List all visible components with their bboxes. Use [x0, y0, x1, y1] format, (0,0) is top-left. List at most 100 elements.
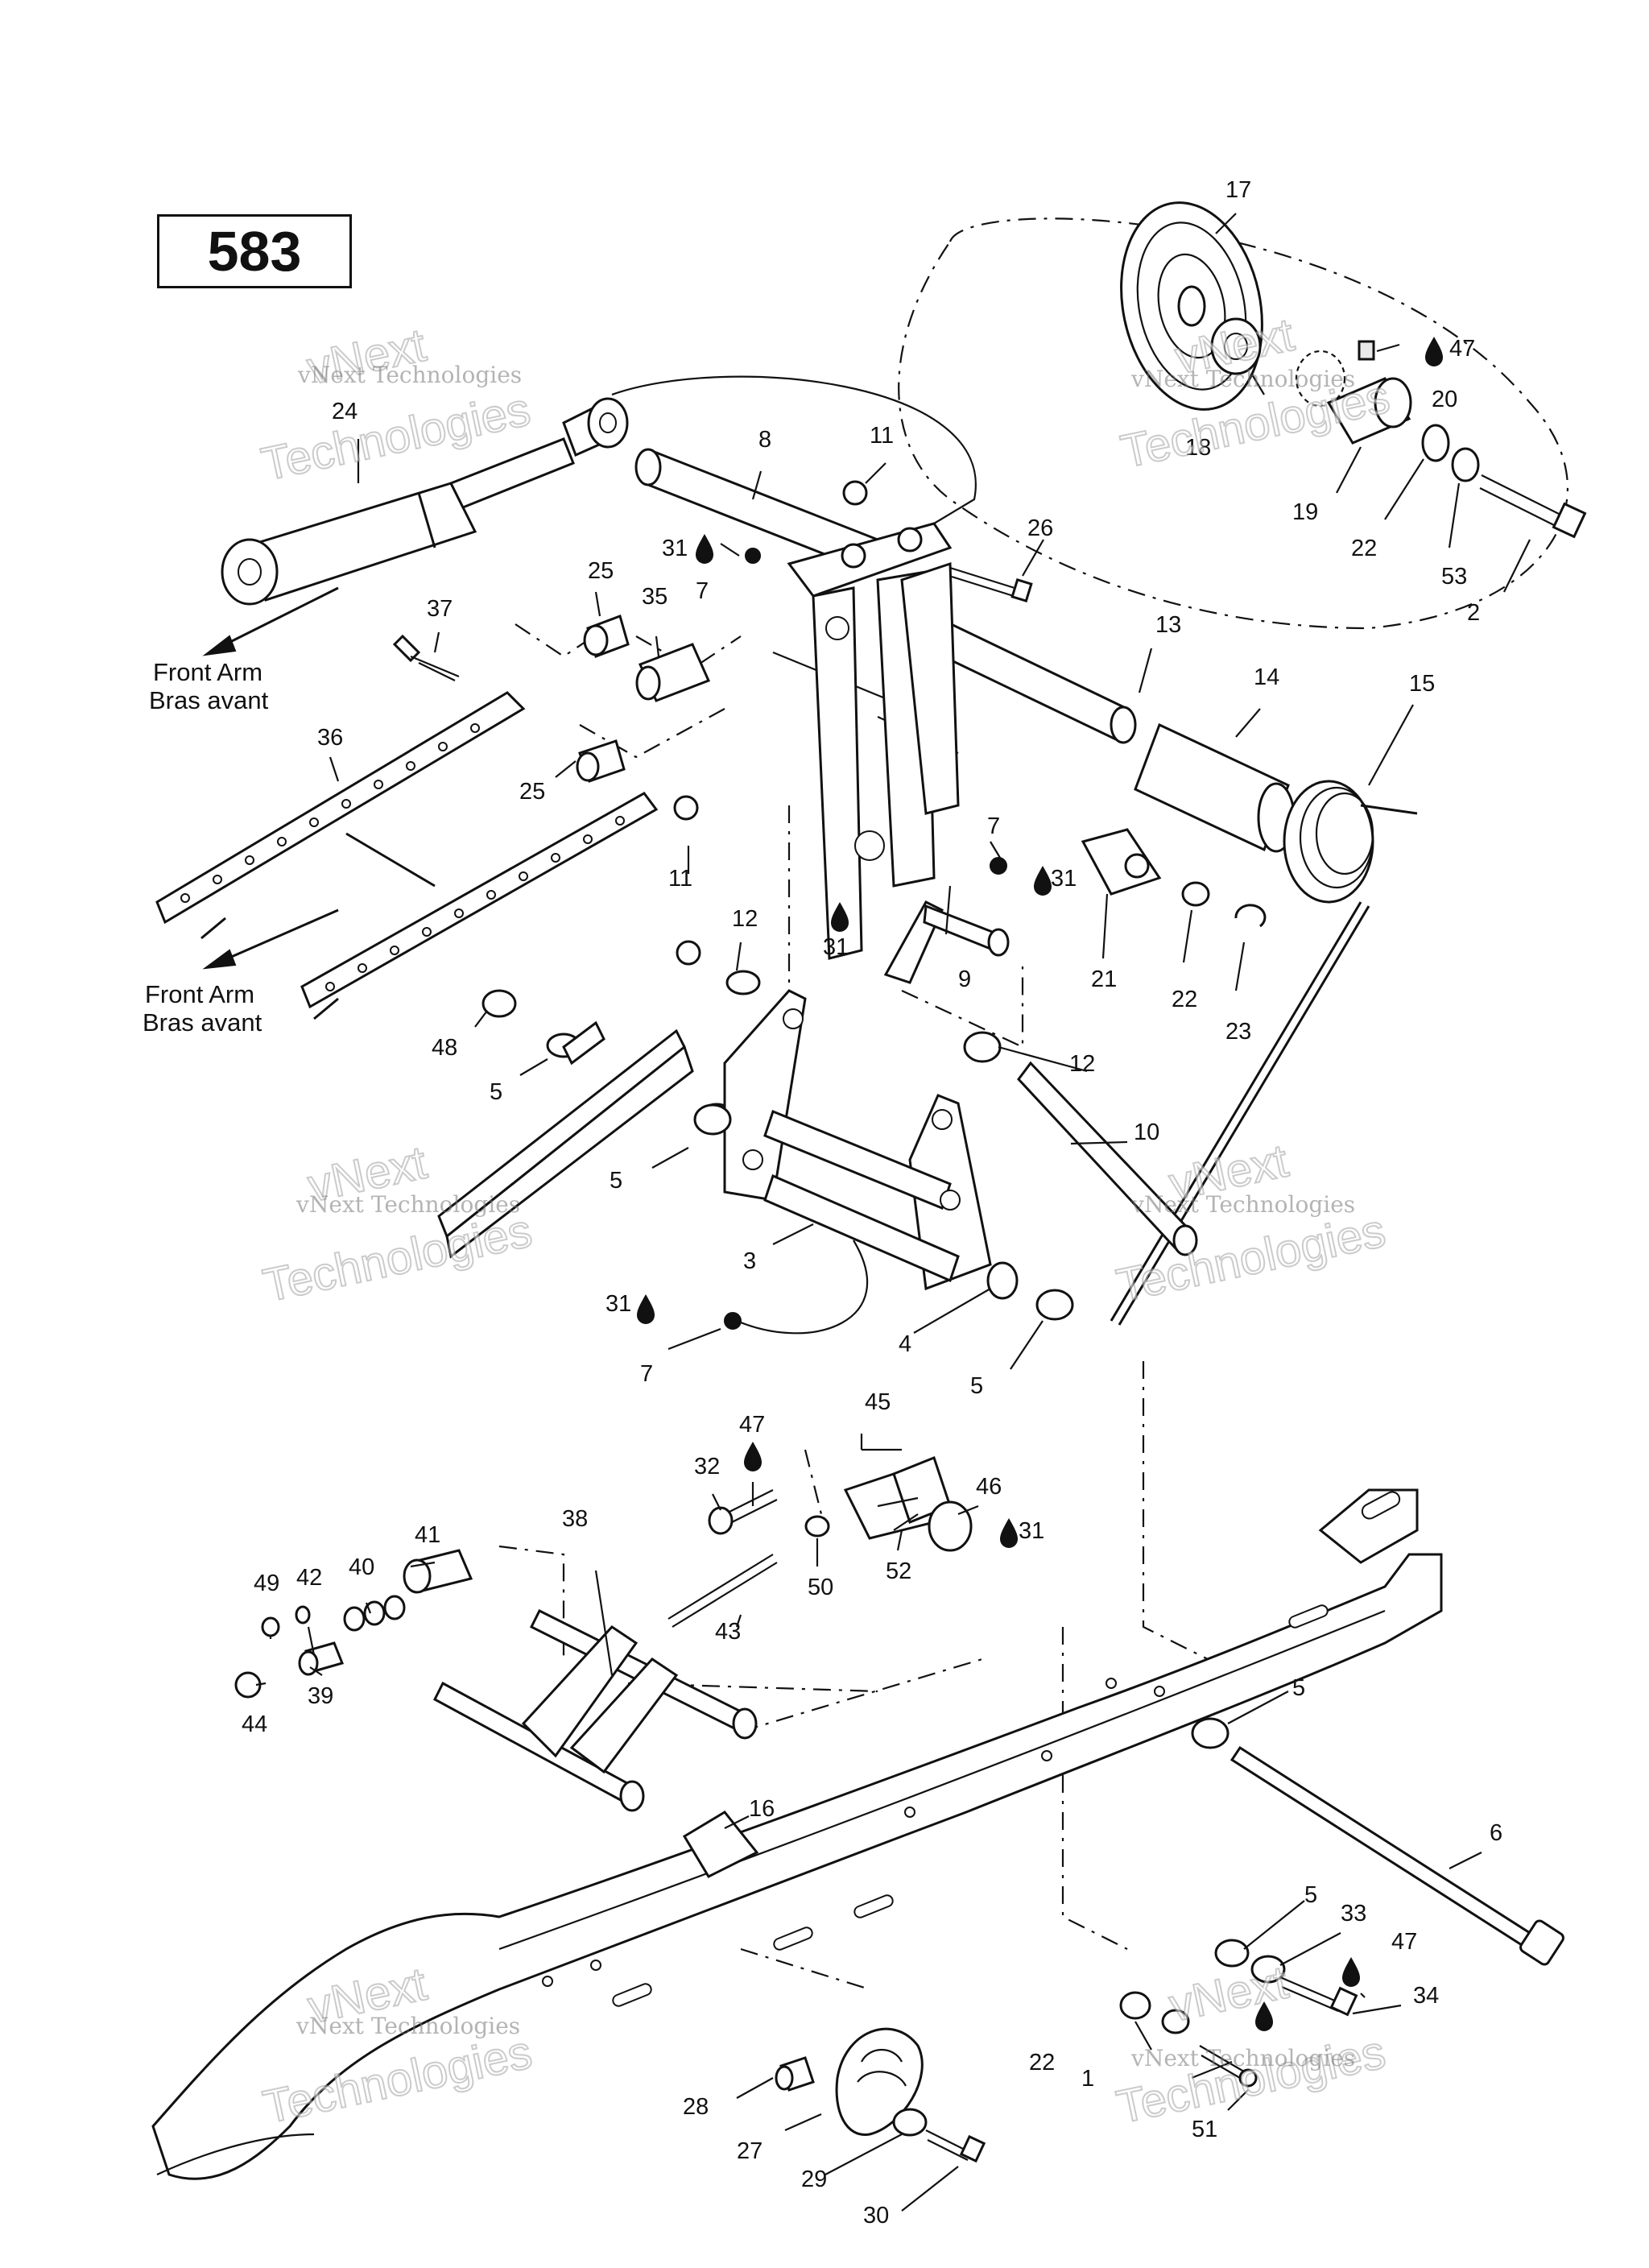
callout-10: 10: [1134, 1120, 1159, 1145]
callout-22: 22: [1351, 536, 1377, 561]
callout-numbers: 17 47 20 18 19 22 53 2 24 8 11 26 31 7 2…: [242, 177, 1502, 2229]
callout-41: 41: [415, 1522, 440, 1548]
left-slide: [437, 1020, 694, 1259]
callout-39: 39: [308, 1683, 333, 1709]
callout-33: 33: [1341, 1901, 1366, 1927]
callout-31: 31: [662, 536, 688, 561]
watermark-technologies: Technologies: [258, 1204, 536, 1312]
threaded-rod-43: [667, 1554, 778, 1628]
callout-45: 45: [865, 1389, 891, 1415]
callout-27: 27: [737, 2138, 763, 2164]
callout-16: 16: [749, 1796, 775, 1822]
callout-24: 24: [332, 399, 357, 424]
slide-rail: [151, 1488, 1443, 2180]
callout-12: 12: [732, 906, 758, 932]
front-arm-label-1-en: Front Arm: [153, 658, 262, 686]
pin-10: [1017, 1061, 1198, 1256]
callout-47: 47: [1449, 336, 1475, 362]
callout-18: 18: [1185, 435, 1211, 461]
pivot-shafts: [634, 448, 1296, 853]
front-arm-label-2-en: Front Arm: [145, 980, 254, 1008]
callout-53: 53: [1441, 564, 1467, 590]
callout-9: 9: [958, 966, 971, 992]
watermark-vnext: vNext: [1165, 1956, 1293, 2032]
adjuster-45: [804, 1456, 973, 1552]
washers-frame: [693, 1031, 1074, 1321]
callout-11: 11: [870, 423, 894, 449]
bolt-26: [949, 566, 1033, 603]
watermark-text: vNext Technologies: [1130, 2045, 1355, 2071]
callout-4: 4: [899, 1331, 911, 1357]
callout-3: 3: [743, 1248, 756, 1274]
front-arm-links: [155, 691, 659, 1009]
callout-48: 48: [432, 1035, 457, 1061]
callout-28: 28: [683, 2094, 709, 2120]
slider-block: [775, 2027, 986, 2163]
callout-31e: 31: [1019, 1518, 1044, 1544]
callout-29: 29: [801, 2167, 827, 2192]
callout-20: 20: [1432, 387, 1457, 412]
bushings: [392, 615, 711, 783]
callout-47b: 47: [739, 1412, 765, 1438]
leader-lines: [255, 213, 1531, 2212]
bolt-6: [1191, 1717, 1564, 1966]
callout-46: 46: [976, 1474, 1002, 1500]
diagram-number-badge: 583: [157, 214, 352, 288]
watermark-text: vNext Technologies: [1130, 366, 1355, 392]
lubricant-drop-icons: [637, 337, 1443, 2031]
rear-arm-frame: [723, 989, 1019, 1300]
callout-35: 35: [642, 584, 667, 610]
front-arm-label-2-fr: Bras avant: [143, 1008, 262, 1037]
callout-12b: 12: [1069, 1051, 1095, 1077]
callout-40: 40: [349, 1554, 374, 1580]
callout-14: 14: [1254, 664, 1279, 690]
callout-17: 17: [1225, 177, 1251, 203]
callout-7c: 7: [640, 1361, 653, 1387]
callout-7: 7: [696, 578, 709, 604]
callout-5d: 5: [1292, 1675, 1305, 1701]
callout-6: 6: [1490, 1820, 1502, 1846]
callout-22c: 22: [1029, 2050, 1055, 2076]
callout-25: 25: [588, 558, 614, 584]
lower-hardware: [1119, 1939, 1358, 2088]
spring-block: [1081, 828, 1267, 928]
callout-30: 30: [863, 2203, 889, 2229]
callout-51: 51: [1192, 2117, 1217, 2142]
callout-44: 44: [242, 1711, 267, 1737]
watermark-text: vNext Technologies: [1130, 1191, 1355, 1218]
callout-36: 36: [317, 725, 343, 751]
callout-32: 32: [694, 1454, 720, 1480]
callout-42: 42: [296, 1565, 322, 1591]
callout-37: 37: [427, 596, 453, 622]
callout-23: 23: [1225, 1019, 1251, 1045]
callout-31c: 31: [823, 934, 849, 960]
callout-13: 13: [1155, 612, 1181, 638]
callout-8: 8: [758, 427, 771, 453]
watermark-text: vNext Technologies: [297, 362, 522, 388]
callout-2: 2: [1467, 600, 1480, 626]
front-arm-labels: Front Arm Bras avant Front Arm Bras avan…: [143, 658, 269, 1037]
callout-25b: 25: [519, 779, 545, 805]
watermark-text: vNext Technologies: [295, 2013, 520, 2039]
callout-38: 38: [562, 1506, 588, 1532]
watermark-vnext: vNext: [1171, 308, 1299, 384]
lever-9: [883, 900, 1010, 984]
callout-5: 5: [490, 1079, 502, 1105]
front-arm-label-1-fr: Bras avant: [149, 686, 269, 714]
callout-5e: 5: [1304, 1882, 1317, 1908]
callout-47c: 47: [1391, 1929, 1417, 1955]
watermark-text: vNext Technologies: [295, 1191, 520, 1218]
callout-26: 26: [1027, 515, 1053, 541]
bolt-32: [708, 1489, 778, 1535]
rear-axle-38: [433, 1608, 758, 1812]
callout-5c: 5: [970, 1373, 983, 1399]
shock-absorber: [221, 397, 629, 606]
callout-7b: 7: [987, 813, 1000, 839]
callout-31d: 31: [605, 1291, 631, 1317]
idler-hardware: [1210, 317, 1587, 539]
callout-21: 21: [1091, 966, 1117, 992]
callout-15: 15: [1409, 671, 1435, 697]
callout-50: 50: [808, 1575, 833, 1600]
callout-34: 34: [1413, 1983, 1439, 2009]
